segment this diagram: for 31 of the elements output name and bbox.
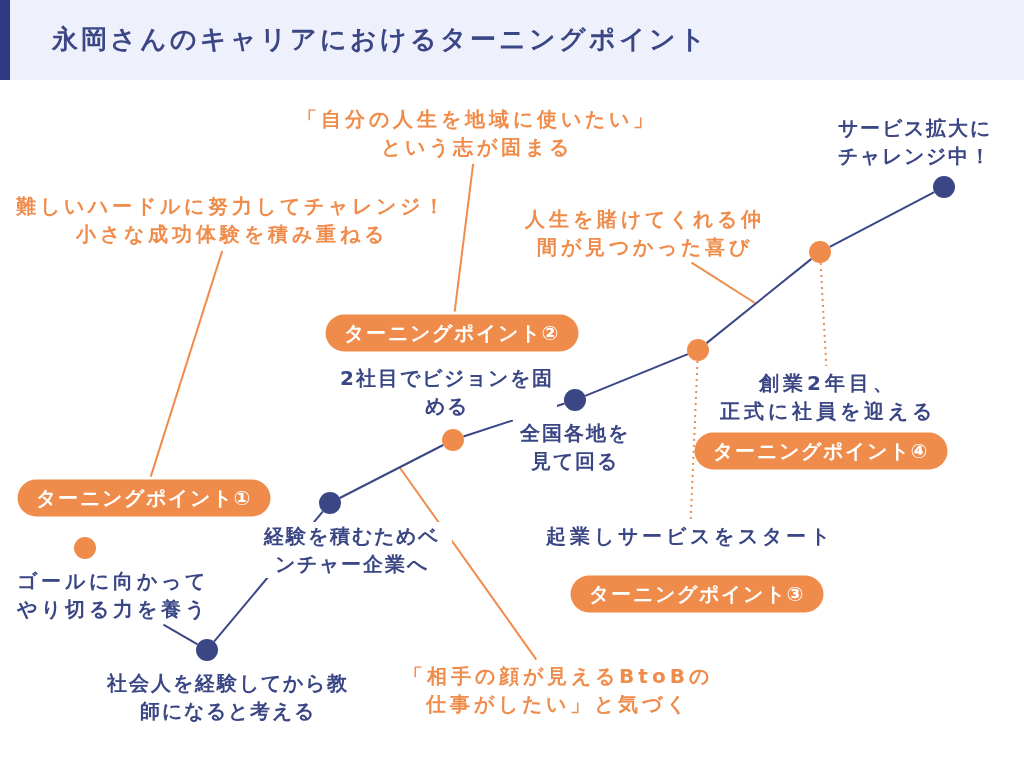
timeline-dot	[933, 176, 955, 198]
turning-point-badge: ターニングポイント②	[325, 314, 579, 352]
timeline-line	[162, 623, 199, 646]
timeline-dot	[442, 429, 464, 451]
timeline-line	[584, 353, 689, 397]
timeline-line	[338, 444, 445, 499]
callout-text: ゴールに向かってやり切る力を養う	[13, 567, 213, 623]
callout-text: 人生を賭けてくれる仲間が見つかった喜び	[520, 205, 770, 261]
leader-line	[149, 249, 224, 478]
leader-line	[399, 467, 538, 661]
turning-point-badge: ターニングポイント①	[17, 479, 271, 517]
page-title: 永岡さんのキャリアにおけるターニングポイント	[52, 23, 709, 56]
callout-text: 難しいハードルに努力してチャレンジ！小さな成功体験を積み重ねる	[12, 192, 452, 248]
leader-line	[690, 261, 756, 304]
timeline-dot	[564, 389, 586, 411]
turning-point-badge: ターニングポイント④	[694, 432, 948, 470]
turning-point-badge: ターニングポイント③	[570, 575, 824, 613]
timeline-dot	[196, 639, 218, 661]
timeline-line	[705, 257, 813, 345]
callout-text: 「相手の顔が見えるBtoBの仕事がしたい」と気づく	[399, 662, 717, 718]
timeline-dot	[319, 492, 341, 514]
timeline-dot	[687, 339, 709, 361]
leader-line	[453, 163, 475, 313]
dotted-line	[689, 360, 699, 520]
callout-text: 「自分の人生を地域に使いたい」という志が固まる	[292, 105, 662, 161]
timeline-dot	[74, 537, 96, 559]
timeline-dot	[809, 241, 831, 263]
callout-text: 起業しサービスをスタート	[530, 522, 850, 550]
callout-text: 創業2年目、正式に社員を迎える	[678, 369, 978, 425]
timeline-line	[828, 191, 936, 248]
dotted-line	[819, 262, 828, 367]
